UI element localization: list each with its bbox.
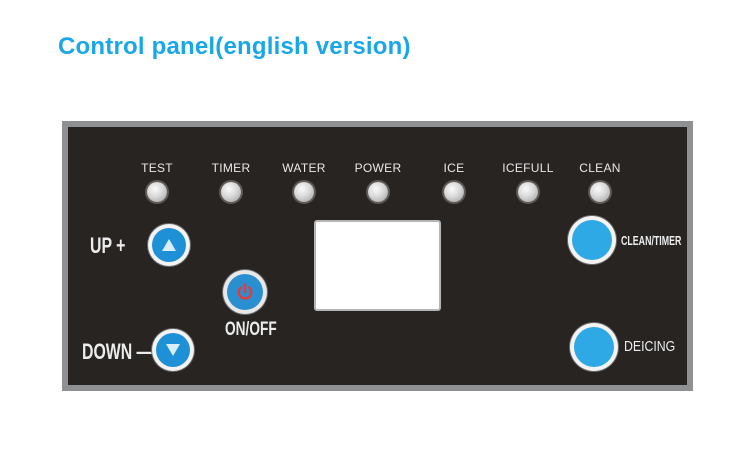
indicator-label: ICEFULL — [502, 161, 554, 175]
indicator-clean: CLEAN — [568, 161, 632, 202]
onoff-label: ON/OFF — [225, 319, 277, 340]
page-title: Control panel(english version) — [58, 33, 411, 60]
control-panel-face: TEST TIMER WATER POWER ICE ICEFULL CLEAN — [68, 127, 687, 385]
power-button[interactable] — [223, 270, 267, 314]
indicator-label: TEST — [141, 161, 173, 175]
power-icon — [237, 283, 253, 300]
indicator-label: TIMER — [211, 161, 251, 175]
indicator-led — [294, 182, 314, 202]
indicator-test: TEST — [125, 161, 189, 202]
arrow-up-icon — [162, 239, 176, 251]
indicator-led — [444, 182, 464, 202]
deicing-label: DEICING — [624, 338, 676, 355]
clean-timer-label: CLEAN/TIMER — [621, 233, 682, 248]
indicator-led — [518, 182, 538, 202]
indicator-icefull: ICEFULL — [496, 161, 560, 202]
indicator-led — [221, 182, 241, 202]
indicator-led — [147, 182, 167, 202]
indicator-label: ICE — [443, 161, 465, 175]
indicator-water: WATER — [272, 161, 336, 202]
down-button[interactable] — [152, 329, 194, 371]
up-label: UP + — [90, 233, 126, 258]
up-button[interactable] — [148, 224, 190, 266]
indicator-timer: TIMER — [199, 161, 263, 202]
indicator-label: CLEAN — [579, 161, 621, 175]
lcd-display — [314, 220, 441, 311]
arrow-down-icon — [166, 344, 180, 356]
indicator-power: POWER — [346, 161, 410, 202]
indicator-led — [368, 182, 388, 202]
control-panel: TEST TIMER WATER POWER ICE ICEFULL CLEAN — [62, 121, 693, 391]
deicing-button[interactable] — [570, 323, 618, 371]
indicator-label: POWER — [354, 161, 402, 175]
indicator-led — [590, 182, 610, 202]
indicator-label: WATER — [282, 161, 326, 175]
clean-timer-button[interactable] — [568, 216, 616, 264]
indicator-ice: ICE — [422, 161, 486, 202]
down-label: DOWN — — [82, 339, 153, 364]
